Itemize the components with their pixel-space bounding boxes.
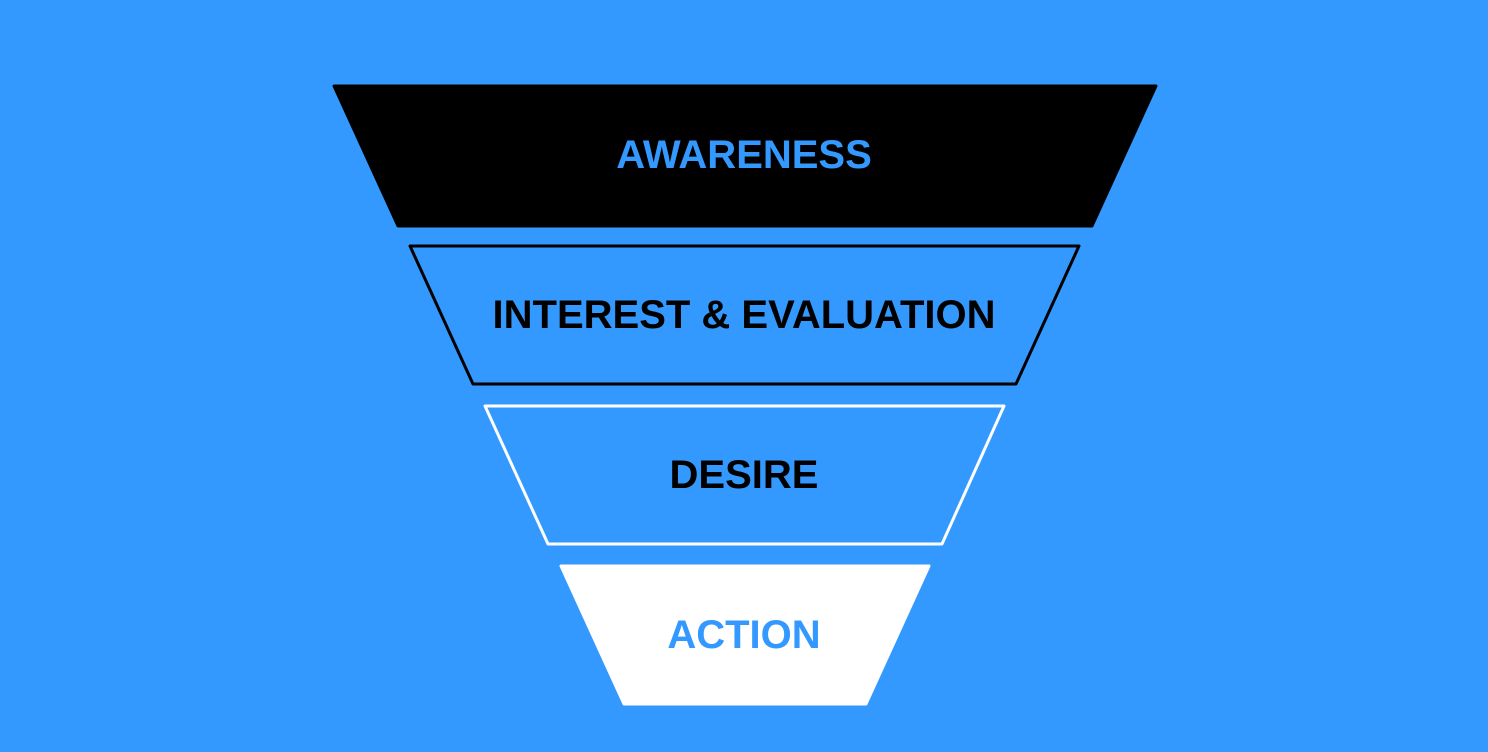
funnel-stage-awareness-shape	[332, 84, 1158, 228]
funnel-stage-action-label: ACTION	[667, 613, 820, 657]
funnel-stage-action: ACTION	[559, 564, 931, 706]
funnel-stage-desire-label: DESIRE	[670, 453, 819, 497]
funnel-stage-desire-shape	[483, 404, 1006, 546]
funnel-stage-desire: DESIRE	[483, 404, 1006, 546]
funnel-stage-action-shape	[559, 564, 931, 706]
funnel-stage-awareness: AWARENESS	[332, 84, 1158, 228]
funnel-stage-awareness-label: AWARENESS	[616, 133, 872, 177]
funnel-stage-interest-evaluation-shape	[408, 244, 1081, 386]
funnel-stage-interest-evaluation: INTEREST & EVALUATION	[408, 244, 1081, 386]
funnel-stage-interest-evaluation-label: INTEREST & EVALUATION	[493, 293, 996, 337]
